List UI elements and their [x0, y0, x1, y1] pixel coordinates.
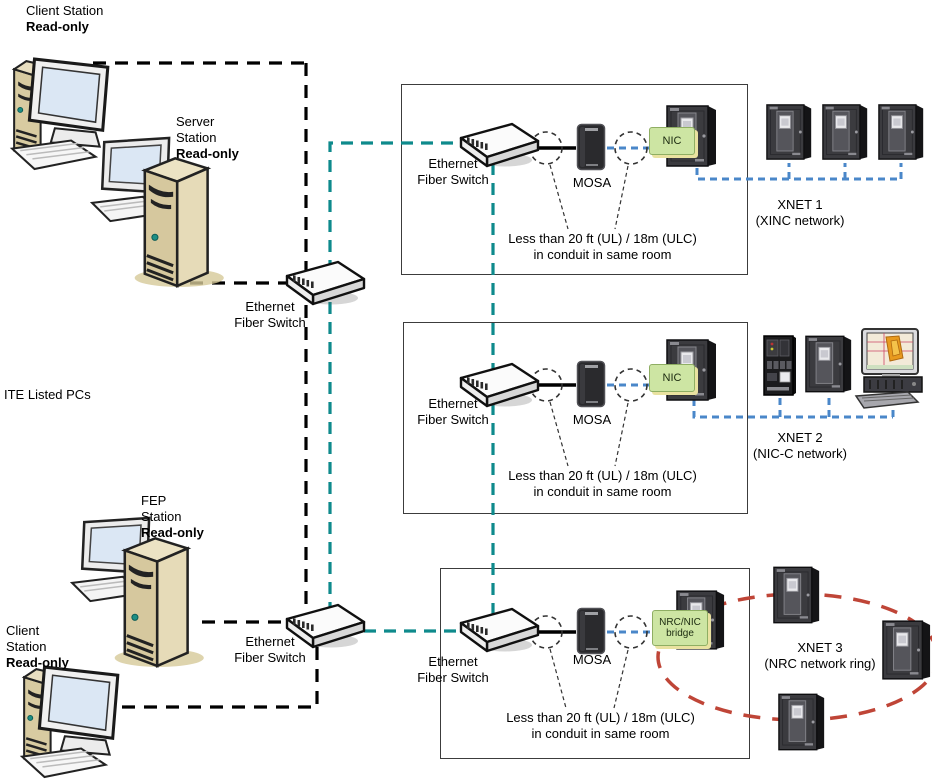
xnet3-fire-panel-icon — [778, 692, 826, 752]
room3-distance-note: Less than 20 ft (UL) / 18m (ULC) in cond… — [448, 710, 753, 742]
xnet1-label: XNET 1 (XINC network) — [720, 197, 880, 229]
station-name-2: Station — [141, 509, 182, 524]
conduit-circle — [614, 368, 648, 402]
fiber-link-mid-to-room1 — [328, 141, 472, 272]
room2-mosa-icon — [576, 360, 606, 408]
switch-label-line1: Ethernet — [245, 299, 295, 314]
note-leader-lines — [549, 164, 629, 709]
switch-label-line1: Ethernet — [428, 396, 478, 411]
switch-label-line1: Ethernet — [428, 156, 478, 171]
conduit-circle — [614, 615, 648, 649]
note-line2: in conduit in same room — [533, 247, 672, 262]
xnet2-fire-panel-icon — [805, 333, 853, 395]
switch-label-line2: Fiber Switch — [417, 670, 489, 685]
switch-label-line1: Ethernet — [428, 654, 478, 669]
xnet1-fire-panel-icon — [822, 102, 869, 162]
leader-line — [613, 649, 629, 709]
xnet2-annunciator-icon — [763, 335, 797, 397]
bridge-card-label: NRC/NIC — [659, 617, 701, 628]
xnet2-workstation-icon — [854, 328, 932, 410]
conduit-circle — [614, 131, 648, 165]
station-name: Client Station — [26, 3, 104, 18]
station-mode: Read-only — [176, 146, 239, 161]
network-desc: (XINC network) — [755, 213, 845, 228]
room1-switch-label: Ethernet Fiber Switch — [394, 156, 512, 188]
switch-label-line2: Fiber Switch — [234, 650, 306, 665]
xnet2-bus — [692, 399, 893, 419]
station-name: Server — [176, 114, 215, 129]
xnet2-label: XNET 2 (NIC-C network) — [720, 430, 880, 462]
conduit-room-box-2 — [403, 322, 748, 514]
room3-fiber-switch-icon — [458, 606, 542, 654]
nic-card-label: NIC — [662, 134, 682, 147]
client-bottom-link — [104, 647, 319, 709]
switch-label-line2: Fiber Switch — [234, 315, 306, 330]
network-name: XNET 2 — [777, 430, 823, 445]
leader-line — [614, 165, 629, 230]
room1-nic-card: NIC — [649, 127, 695, 155]
fep-station-label: FEP Station Read-only — [141, 493, 204, 541]
blue-xnet-links — [607, 146, 903, 634]
room3-mosa-label: MOSA — [572, 652, 612, 667]
room2-mosa-label: MOSA — [572, 412, 612, 427]
room1-distance-note: Less than 20 ft (UL) / 18m (ULC) in cond… — [450, 231, 755, 263]
server-station-label: Server Station Read-only — [176, 114, 239, 162]
xnet3-fire-panel-icon — [773, 565, 821, 625]
leader-line — [549, 648, 567, 709]
nic-card-label: NIC — [662, 371, 682, 384]
xnet1-fire-panel-icon — [766, 102, 813, 162]
note-line1: Less than 20 ft (UL) / 18m (ULC) — [506, 710, 695, 725]
note-line2: in conduit in same room — [531, 726, 670, 741]
xnet3-label: XNET 3 (NRC network ring) — [730, 640, 910, 672]
station-mode: Read-only — [26, 19, 89, 34]
station-mode: Read-only — [141, 525, 204, 540]
client-station-top-label: Client Station Read-only — [26, 3, 103, 35]
room3-bridge-card: NRC/NIC bridge — [652, 610, 708, 646]
xnet1-bus — [695, 168, 901, 181]
leader-line — [614, 402, 629, 467]
client-station-bottom-icon — [16, 656, 130, 783]
ethernet-fiber-switch-mid-label: Ethernet Fiber Switch — [205, 299, 335, 331]
station-name: Client — [6, 623, 40, 638]
switch-label-line2: Fiber Switch — [417, 412, 489, 427]
ite-listed-pcs-label: ITE Listed PCs — [4, 387, 91, 402]
network-name: XNET 1 — [777, 197, 823, 212]
station-name-2: Station — [6, 639, 47, 654]
black-dashed-links — [93, 61, 319, 709]
conduit-room-box-3 — [440, 568, 750, 759]
network-name: XNET 3 — [797, 640, 843, 655]
network-desc: (NRC network ring) — [764, 656, 876, 671]
room1-mosa-icon — [576, 123, 606, 171]
switch-label-line1: Ethernet — [245, 634, 295, 649]
ethernet-fiber-switch-bottom-label: Ethernet Fiber Switch — [205, 634, 335, 666]
room3-switch-label: Ethernet Fiber Switch — [394, 654, 512, 686]
station-mode: Read-only — [6, 655, 69, 670]
room2-nic-card: NIC — [649, 364, 695, 392]
room3-mosa-icon — [576, 607, 606, 655]
bridge-card-label-2: bridge — [666, 628, 694, 639]
room2-switch-label: Ethernet Fiber Switch — [394, 396, 512, 428]
room1-mosa-label: MOSA — [572, 175, 612, 190]
note-line1: Less than 20 ft (UL) / 18m (ULC) — [508, 231, 697, 246]
note-line1: Less than 20 ft (UL) / 18m (ULC) — [508, 468, 697, 483]
station-name-2: Station — [176, 130, 217, 145]
room2-distance-note: Less than 20 ft (UL) / 18m (ULC) in cond… — [450, 468, 755, 500]
station-name: FEP — [141, 493, 167, 508]
switch-label-line2: Fiber Switch — [417, 172, 489, 187]
note-line2: in conduit in same room — [533, 484, 672, 499]
xnet1-fire-panel-icon — [878, 102, 925, 162]
network-desc: (NIC-C network) — [753, 446, 847, 461]
client-station-bottom-label: Client Station Read-only — [6, 623, 69, 671]
